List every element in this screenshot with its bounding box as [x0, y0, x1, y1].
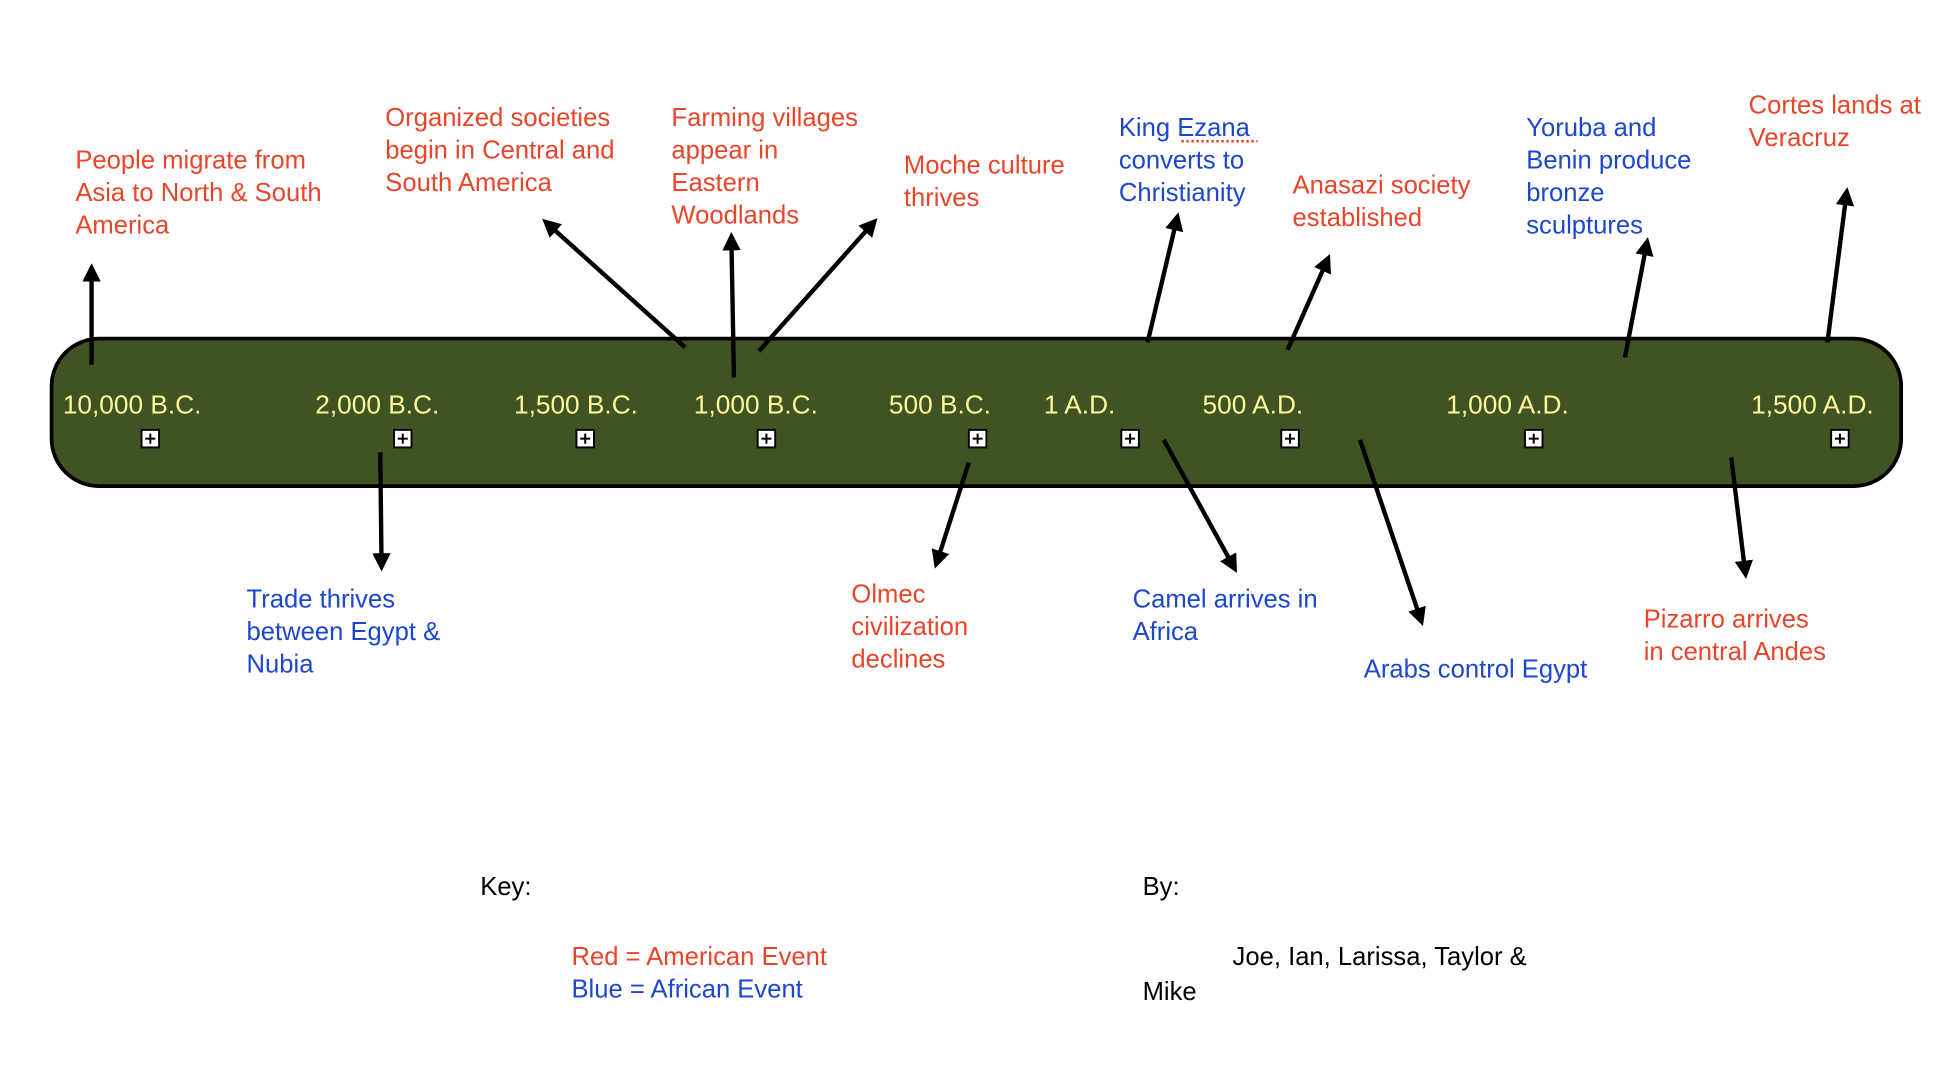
- by-title: By:: [1143, 873, 1180, 901]
- event-text: civilization: [851, 613, 968, 641]
- event-text: between Egypt &: [247, 618, 441, 646]
- event-text: Benin produce: [1526, 147, 1691, 175]
- tick-label: 500 A.D.: [1203, 390, 1304, 420]
- key-title: Key:: [480, 873, 531, 901]
- arrow: [1357, 439, 1426, 627]
- expand-icon[interactable]: [1830, 428, 1850, 449]
- event-text: sculptures: [1526, 212, 1643, 240]
- event-trade: Trade thrives between Egypt & Nubia: [247, 585, 441, 678]
- event-text: Anasazi society: [1293, 172, 1471, 200]
- event-text: People migrate from: [75, 147, 306, 175]
- event-text: Moche culture: [904, 152, 1065, 180]
- event-text: declines: [851, 645, 945, 673]
- event-text: Trade thrives: [247, 585, 396, 613]
- event-text: South America: [385, 169, 552, 197]
- event-text: begin in Central and: [385, 137, 614, 165]
- event-text: Organized societies: [385, 104, 610, 132]
- event-text: established: [1293, 204, 1423, 232]
- event-ezana: King Ezana converts to Christianity: [1119, 114, 1251, 207]
- arrow: [1729, 457, 1753, 579]
- event-text: Eastern: [671, 169, 759, 197]
- tick-label: 1,000 B.C.: [694, 390, 818, 420]
- event-text: Christianity: [1119, 179, 1246, 207]
- event-text: Yoruba and: [1526, 114, 1656, 142]
- event-text: Asia to North & South: [75, 179, 321, 207]
- key-blue: Blue = African Event: [571, 975, 802, 1003]
- event-anasazi: Anasazi society established: [1293, 172, 1471, 232]
- arrow: [1285, 254, 1331, 351]
- event-text: Woodlands: [671, 202, 799, 230]
- arrows: [82, 187, 1855, 627]
- arrow: [931, 461, 971, 569]
- event-text: Veracruz: [1749, 124, 1850, 152]
- authors-line2: Mike: [1143, 978, 1197, 1006]
- expand-icon[interactable]: [967, 428, 988, 449]
- arrow: [1622, 237, 1654, 358]
- event-pizarro: Pizarro arrives in central Andes: [1644, 605, 1826, 665]
- arrow: [1145, 212, 1184, 343]
- event-camel: Camel arrives in Africa: [1133, 585, 1318, 645]
- event-cortes: Cortes lands at Veracruz: [1749, 92, 1921, 152]
- event-text: Farming villages: [671, 104, 857, 132]
- timeline-bar: [49, 336, 1904, 489]
- event-text: Nubia: [247, 650, 315, 678]
- event-text: appear in: [671, 137, 778, 165]
- event-text: Arabs control Egypt: [1364, 655, 1587, 683]
- expand-icon[interactable]: [1120, 428, 1140, 449]
- event-text: Camel arrives in: [1133, 585, 1318, 613]
- event-text: King Ezana: [1119, 114, 1251, 142]
- event-text: Pizarro arrives: [1644, 605, 1809, 633]
- event-text: America: [75, 212, 170, 240]
- tick-label: 1,500 B.C.: [514, 390, 638, 420]
- arrow: [757, 218, 878, 353]
- tick-label: 1 A.D.: [1044, 390, 1115, 420]
- arrow: [1825, 187, 1855, 343]
- event-text: Cortes lands at: [1749, 92, 1921, 120]
- expand-icon[interactable]: [756, 428, 777, 449]
- tick-label: 2,000 B.C.: [315, 390, 439, 420]
- expand-icon[interactable]: [575, 428, 595, 449]
- tick-label: 10,000 B.C.: [63, 390, 202, 420]
- expand-icon[interactable]: [1524, 428, 1544, 449]
- expand-icon[interactable]: [140, 428, 161, 449]
- event-text: Africa: [1133, 618, 1199, 646]
- event-text: thrives: [904, 184, 979, 212]
- arrow: [542, 218, 687, 350]
- event-text: bronze: [1526, 179, 1604, 207]
- expand-icon[interactable]: [393, 428, 413, 449]
- arrow: [372, 452, 391, 572]
- tick-labels: 10,000 B.C. 2,000 B.C. 1,500 B.C. 1,000 …: [63, 390, 1874, 420]
- expand-icon[interactable]: [1280, 428, 1300, 449]
- event-olmec: Olmec civilization declines: [851, 580, 968, 673]
- arrow: [722, 232, 741, 378]
- key-red: Red = American Event: [571, 943, 827, 971]
- event-organized: Organized societies begin in Central andS…: [385, 104, 614, 197]
- authors-line1: Joe, Ian, Larissa, Taylor &: [1233, 943, 1527, 971]
- event-farming: Farming villages appear in EasternWoodland…: [671, 104, 857, 229]
- event-text: converts to: [1119, 147, 1244, 175]
- tick-label: 500 B.C.: [889, 390, 991, 420]
- event-arabs: Arabs control Egypt: [1364, 655, 1587, 683]
- tick-label: 1,500 A.D.: [1751, 390, 1874, 420]
- tick-label: 1,000 A.D.: [1446, 390, 1569, 420]
- event-text: in central Andes: [1644, 638, 1826, 666]
- event-moche: Moche culture thrives: [904, 152, 1065, 212]
- arrow: [1161, 438, 1237, 573]
- event-text: Olmec: [851, 580, 925, 608]
